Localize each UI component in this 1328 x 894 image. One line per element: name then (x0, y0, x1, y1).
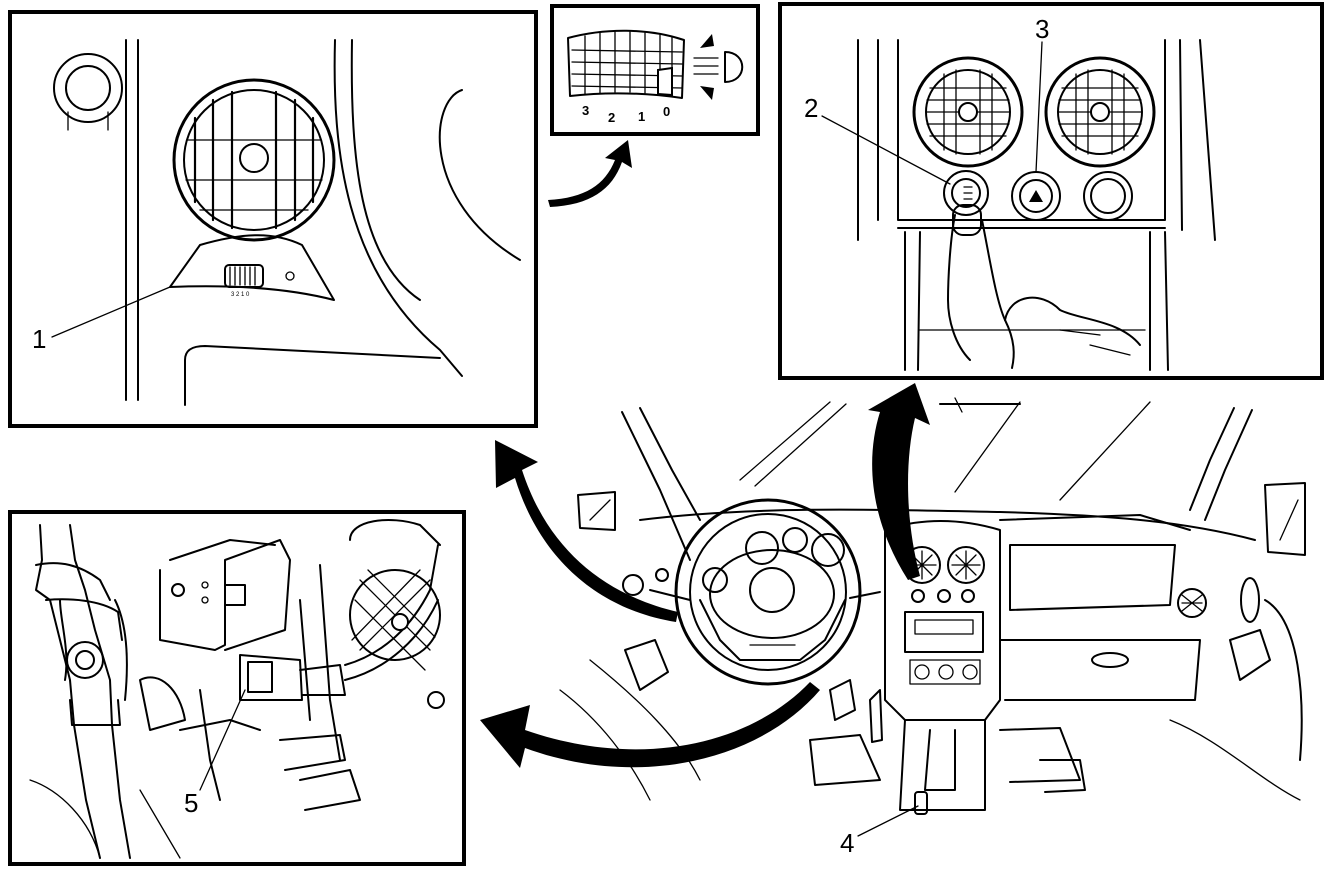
dial-label-1: 1 (638, 109, 645, 124)
panel-dial-detail: 3 2 1 0 (550, 4, 760, 136)
panel-center-switches: 2 3 (778, 2, 1324, 380)
callout-1: 1 (32, 324, 46, 354)
curved-arrow-icon (480, 140, 930, 768)
callout-5: 5 (184, 788, 198, 818)
dial-label-0: 0 (663, 104, 670, 119)
headlamp-leveling-icon (693, 34, 744, 100)
dashboard-overview (559, 397, 1306, 815)
hazard-triangle-icon (1011, 171, 1061, 221)
dial-label-3: 3 (582, 103, 589, 118)
panel-steering-column: 5 (8, 510, 466, 866)
dial-label-2: 2 (608, 110, 615, 125)
panel-headlamp-leveling: 3 2 1 0 1 (8, 10, 538, 428)
callout-2: 2 (804, 93, 818, 123)
svg-text:3 2 1 0: 3 2 1 0 (231, 292, 250, 298)
fog-lamp-icon (943, 170, 989, 216)
callout-4: 4 (840, 828, 854, 858)
callout-3: 3 (1035, 14, 1049, 44)
